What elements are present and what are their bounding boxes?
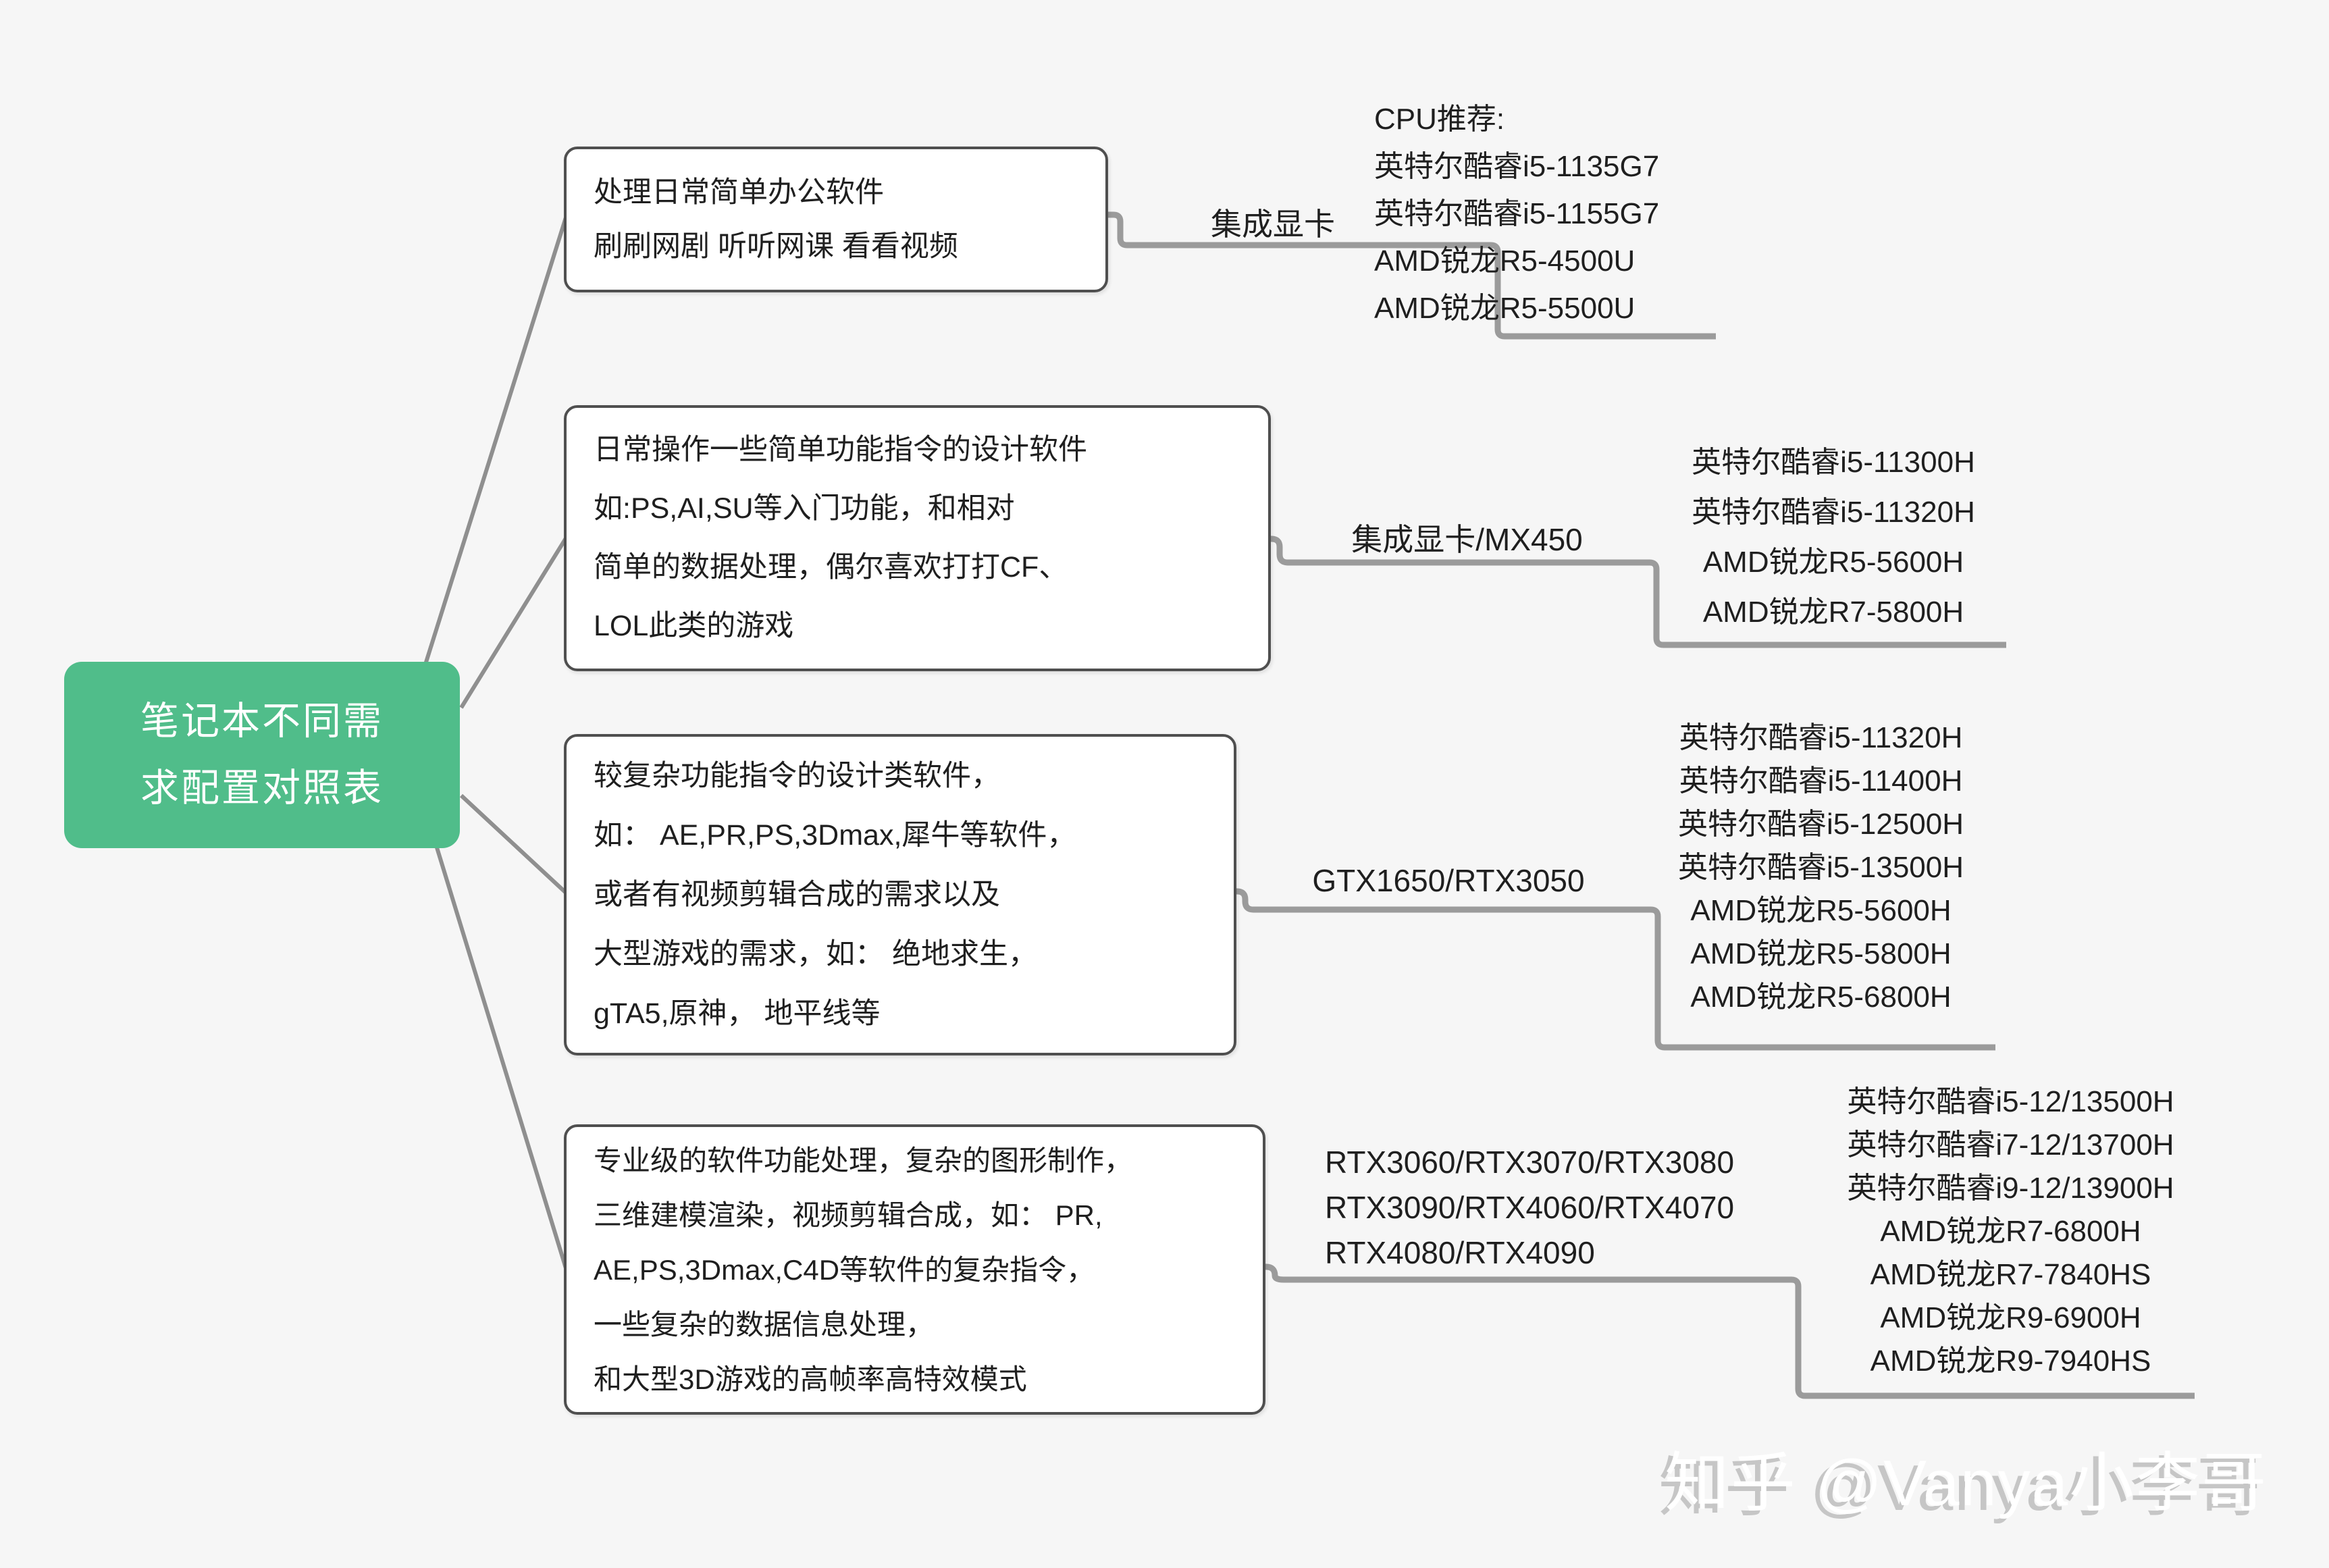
cpu-list-professional[interactable]: 英特尔酷睿i5-12/13500H 英特尔酷睿i7-12/13700H 英特尔酷…: [1823, 1080, 2198, 1383]
root-label-line: 笔记本不同需: [140, 700, 384, 743]
cpu-line: AMD锐龙R7-7840HS: [1870, 1258, 2151, 1291]
gpu-label-line: RTX3060/RTX3070/RTX3080: [1325, 1145, 1735, 1180]
watermark: 知乎 @Vanya小李哥: [1665, 1447, 2268, 1519]
gpu-label-line: RTX3090/RTX4060/RTX4070: [1325, 1190, 1735, 1225]
diagonal-line-1: [422, 217, 568, 669]
cpu-line: 英特尔酷睿i5-1155G7: [1374, 197, 1660, 230]
topic-line: 日常操作一些简单功能指令的设计软件: [594, 434, 1087, 466]
elbow-line-2: [1269, 535, 2006, 648]
topic-line: 专业级的软件功能处理，复杂的图形制作，: [594, 1144, 1133, 1176]
cpu-line: AMD锐龙R5-6800H: [1690, 981, 1952, 1014]
gpu-label-integrated-mx450[interactable]: 集成显卡/MX450: [1351, 522, 1583, 557]
cpu-line: AMD锐龙R5-5500U: [1374, 292, 1635, 325]
gpu-label-rtx-high-end[interactable]: RTX3060/RTX3070/RTX3080 RTX3090/RTX4060/…: [1325, 1140, 1798, 1276]
topic-line: 如： AE,PR,PS,3Dmax,犀牛等软件，: [594, 819, 1076, 852]
topic-line: 刷刷网剧 听听网课 看看视频: [594, 230, 958, 263]
topic-line: AE,PS,3Dmax,C4D等软件的复杂指令，: [594, 1253, 1095, 1286]
topic-line: 三维建模渲染，视频剪辑合成，如： PR,: [594, 1199, 1103, 1231]
topic-line: 或者有视频剪辑合成的需求以及: [594, 879, 1000, 911]
cpu-line: AMD锐龙R5-4500U: [1374, 244, 1635, 278]
topic-box-office-use[interactable]: 处理日常简单办公软件 刷刷网剧 听听网课 看看视频: [564, 147, 1108, 292]
cpu-line: 英特尔酷睿i5-11320H: [1692, 496, 1975, 529]
cpu-line: 英特尔酷睿i5-12500H: [1677, 808, 1964, 841]
topic-line: LOL此类的游戏: [594, 610, 794, 642]
cpu-line: AMD锐龙R5-5600H: [1702, 546, 1964, 579]
cpu-list-advanced-design[interactable]: 英特尔酷睿i5-11320H 英特尔酷睿i5-11400H 英特尔酷睿i5-12…: [1644, 716, 1997, 1019]
cpu-line: 英特尔酷睿i5-11300H: [1692, 446, 1975, 479]
cpu-line: 英特尔酷睿i9-12/13900H: [1847, 1172, 2174, 1205]
cpu-line: 英特尔酷睿i5-12/13500H: [1847, 1085, 2174, 1118]
elbow-line-3: [1234, 888, 1995, 1051]
topic-line: 一些复杂的数据信息处理，: [594, 1308, 935, 1340]
diagonal-line-4: [434, 845, 568, 1269]
cpu-line: 英特尔酷睿i7-12/13700H: [1847, 1128, 2174, 1161]
topic-box-advanced-design[interactable]: 较复杂功能指令的设计类软件， 如： AE,PR,PS,3Dmax,犀牛等软件， …: [564, 734, 1236, 1055]
cpu-line: AMD锐龙R7-5800H: [1702, 596, 1964, 629]
gpu-label-gtx1650-rtx3050[interactable]: GTX1650/RTX3050: [1312, 863, 1585, 898]
diagonal-line-3: [459, 793, 568, 895]
topic-line: 简单的数据处理，偶尔喜欢打打CF、: [594, 551, 1068, 583]
topic-line: 大型游戏的需求，如： 绝地求生，: [594, 938, 1037, 970]
cpu-line: AMD锐龙R5-5800H: [1690, 937, 1952, 970]
cpu-line: AMD锐龙R7-6800H: [1880, 1215, 2141, 1248]
cpu-line: AMD锐龙R9-6900H: [1880, 1301, 2141, 1334]
cpu-line: 英特尔酷睿i5-11320H: [1679, 721, 1963, 754]
topic-line: 如:PS,AI,SU等入门功能，和相对: [594, 492, 1015, 525]
cpu-line: AMD锐龙R5-5600H: [1690, 894, 1952, 927]
cpu-line: 英特尔酷睿i5-11400H: [1679, 764, 1963, 798]
diagonal-line-2: [459, 537, 568, 709]
cpu-line: 英特尔酷睿i5-1135G7: [1374, 150, 1660, 183]
elbow-line-4: [1263, 1263, 2195, 1399]
gpu-label-integrated[interactable]: 集成显卡: [1211, 207, 1335, 242]
cpu-line: CPU推荐:: [1374, 103, 1505, 136]
topic-line: gTA5,原神， 地平线等: [594, 997, 881, 1030]
elbow-line-1: [1108, 211, 1716, 340]
topic-box-professional[interactable]: 专业级的软件功能处理，复杂的图形制作， 三维建模渲染，视频剪辑合成，如： PR,…: [564, 1124, 1265, 1415]
gpu-label-line: RTX4080/RTX4090: [1325, 1235, 1595, 1270]
root-label-line: 求配置对照表: [140, 766, 384, 810]
cpu-list-office[interactable]: CPU推荐: 英特尔酷睿i5-1135G7 英特尔酷睿i5-1155G7 AMD…: [1374, 96, 1719, 332]
cpu-list-entry-design[interactable]: 英特尔酷睿i5-11300H 英特尔酷睿i5-11320H AMD锐龙R5-56…: [1675, 438, 1992, 637]
topic-box-entry-design[interactable]: 日常操作一些简单功能指令的设计软件 如:PS,AI,SU等入门功能，和相对 简单…: [564, 405, 1271, 671]
topic-line: 较复杂功能指令的设计类软件，: [594, 760, 1000, 792]
cpu-line: 英特尔酷睿i5-13500H: [1677, 851, 1964, 884]
cpu-line: AMD锐龙R9-7940HS: [1870, 1344, 2151, 1378]
topic-line: 处理日常简单办公软件: [594, 176, 884, 209]
topic-line: 和大型3D游戏的高帧率高特效模式: [594, 1363, 1027, 1395]
root-node[interactable]: 笔记本不同需 求配置对照表: [64, 662, 460, 848]
